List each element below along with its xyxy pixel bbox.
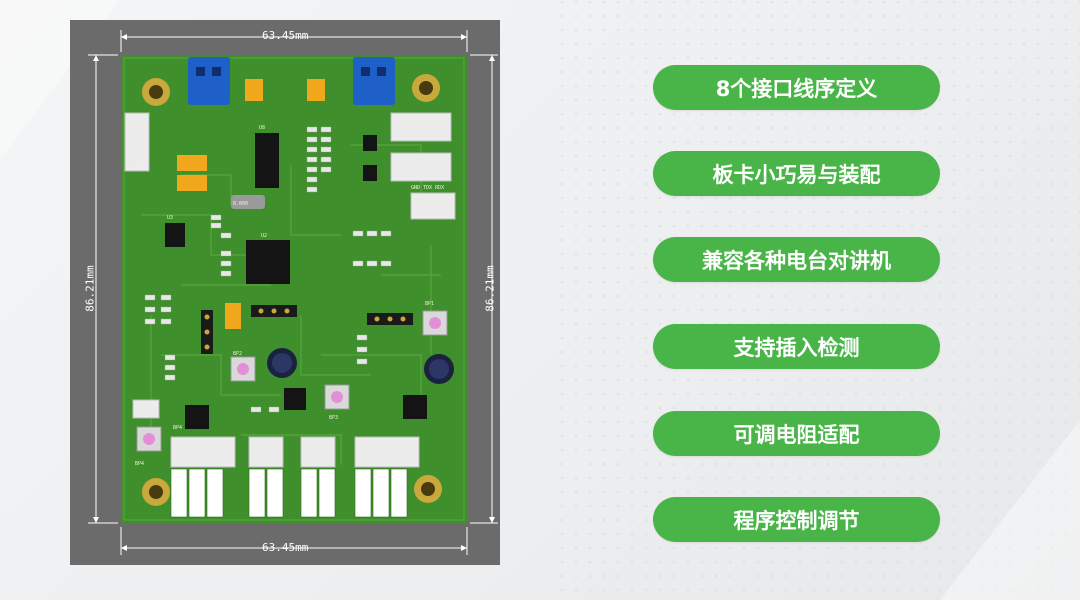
svg-text:GND TDX RDX: GND TDX RDX xyxy=(411,185,444,191)
svg-text:BP2: BP2 xyxy=(233,351,242,357)
feature-label: 可调电阻适配 xyxy=(733,422,860,447)
feature-pill-interface-definition: 8个接口线序定义 xyxy=(653,65,940,110)
svg-text:GND: GND xyxy=(133,161,142,167)
svg-text:U8: U8 xyxy=(259,125,265,131)
feature-label: 板卡小巧易与装配 xyxy=(712,162,881,187)
feature-label: 程序控制调节 xyxy=(733,508,860,533)
feature-label: 8个接口线序定义 xyxy=(715,76,878,101)
electrolytic-capacitors xyxy=(267,348,454,384)
feature-label: 兼容各种电台对讲机 xyxy=(702,248,891,273)
svg-text:U3: U3 xyxy=(167,215,173,221)
feature-pill-insertion-detection: 支持插入检测 xyxy=(653,324,940,369)
svg-text:B+: B+ xyxy=(133,149,139,155)
width-dimension-label-bottom: 63.45mm xyxy=(262,541,309,554)
feature-label: 支持插入检测 xyxy=(733,335,860,360)
feature-pill-compact-board: 板卡小巧易与装配 xyxy=(653,151,940,196)
mounting-holes xyxy=(142,74,442,506)
svg-text:8.000: 8.000 xyxy=(233,201,248,207)
svg-text:BP4: BP4 xyxy=(173,425,182,431)
height-dimension-label-right: 86.21mm xyxy=(483,265,497,312)
width-dimension-label: 63.45mm xyxy=(262,29,309,42)
feature-pill-adjustable-resistor: 可调电阻适配 xyxy=(653,411,940,456)
feature-pill-radio-compatibility: 兼容各种电台对讲机 xyxy=(653,237,940,282)
feature-pill-program-control: 程序控制调节 xyxy=(653,497,940,542)
svg-text:B-: B- xyxy=(133,137,139,143)
svg-text:U2: U2 xyxy=(261,233,267,239)
height-dimension-label: 86.21mm xyxy=(83,265,97,312)
svg-text:5V: 5V xyxy=(133,125,139,131)
svg-text:BP3: BP3 xyxy=(329,415,338,421)
svg-text:BP4: BP4 xyxy=(135,461,144,467)
svg-text:BP1: BP1 xyxy=(425,301,434,307)
blue-connectors xyxy=(188,57,395,105)
